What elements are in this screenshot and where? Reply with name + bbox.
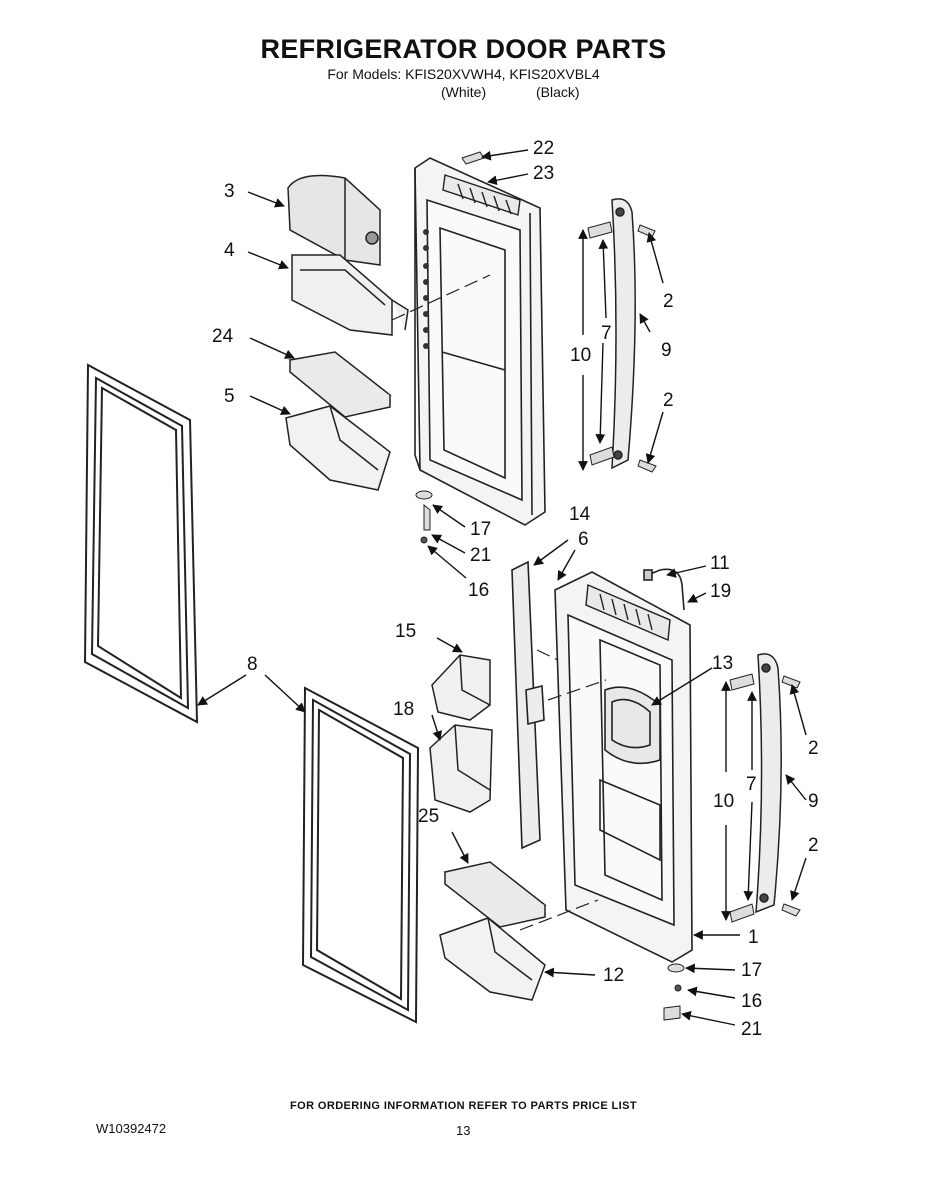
door-bin-part-5 [285,405,391,491]
callout-22: 22 [533,138,554,159]
callout-16-upper: 16 [468,580,489,601]
handle-upper [611,198,636,470]
handle-lower [755,653,782,914]
callout-23: 23 [533,163,554,184]
callout-6: 6 [578,529,589,550]
page-title: REFRIGERATOR DOOR PARTS [260,34,667,64]
callout-9-upper: 9 [661,340,672,361]
screws-upper [587,221,657,473]
callout-2-upper-b: 2 [663,390,674,411]
variant-black: (Black) [536,84,580,100]
shelf-part-25 [443,861,547,928]
dairy-bin-part-4 [291,254,409,336]
callout-18: 18 [393,699,414,720]
callout-5: 5 [224,386,235,407]
callout-14: 14 [569,504,591,525]
callout-9-lower: 9 [808,791,819,812]
callout-2-lower-b: 2 [808,835,819,856]
vent-grille-lower [585,583,671,642]
leader-arrows [197,149,807,1026]
callout-2-upper-a: 2 [663,291,674,312]
vent-grille-part-23 [442,174,521,216]
callout-11: 11 [710,553,730,574]
dairy-cover-part-3 [287,174,381,266]
fresh-food-door-liner [554,571,693,963]
divider-part-14 [511,560,545,850]
callout-19: 19 [710,581,731,602]
shelf-part-24 [288,351,392,418]
freezer-door-liner [414,157,546,526]
cap-part-22 [461,151,485,165]
ordering-note: FOR ORDERING INFORMATION REFER TO PARTS … [290,1100,637,1112]
callout-2-lower-a: 2 [808,738,819,759]
callout-7-lower: 7 [746,774,757,795]
hinge-parts-lower [663,963,685,1021]
bin-part-15 [431,654,491,721]
variant-white: (White) [441,84,487,100]
door-gasket-lower [301,686,420,1024]
callout-10-lower: 10 [713,791,734,812]
document-number: W10392472 [96,1121,167,1136]
callout-labels: 22 23 3 4 24 5 2 7 9 10 2 17 21 16 14 6 … [212,138,819,1040]
door-gasket-left [83,363,199,724]
callout-25: 25 [418,806,439,827]
callout-17-lower: 17 [741,960,762,981]
callout-7-upper: 7 [601,323,612,344]
callout-12: 12 [603,965,624,986]
alignment-lines [391,274,607,931]
callout-4: 4 [224,240,235,261]
callout-8: 8 [247,654,258,675]
callout-3: 3 [224,181,235,202]
callout-13: 13 [712,653,733,674]
hinge-parts-upper [415,490,433,544]
callout-21-lower: 21 [741,1019,762,1040]
callout-15: 15 [395,621,416,642]
bin-part-18 [429,724,493,813]
models-line: For Models: KFIS20XVWH4, KFIS20XVBL4 [327,66,600,82]
callout-16-lower: 16 [741,991,762,1012]
callout-1: 1 [748,927,759,948]
callout-17-upper: 17 [470,519,491,540]
door-bin-part-12 [439,917,546,1001]
callout-24: 24 [212,326,234,347]
callout-21-upper: 21 [470,545,491,566]
page-number: 13 [456,1123,471,1138]
callout-10-upper: 10 [570,345,591,366]
